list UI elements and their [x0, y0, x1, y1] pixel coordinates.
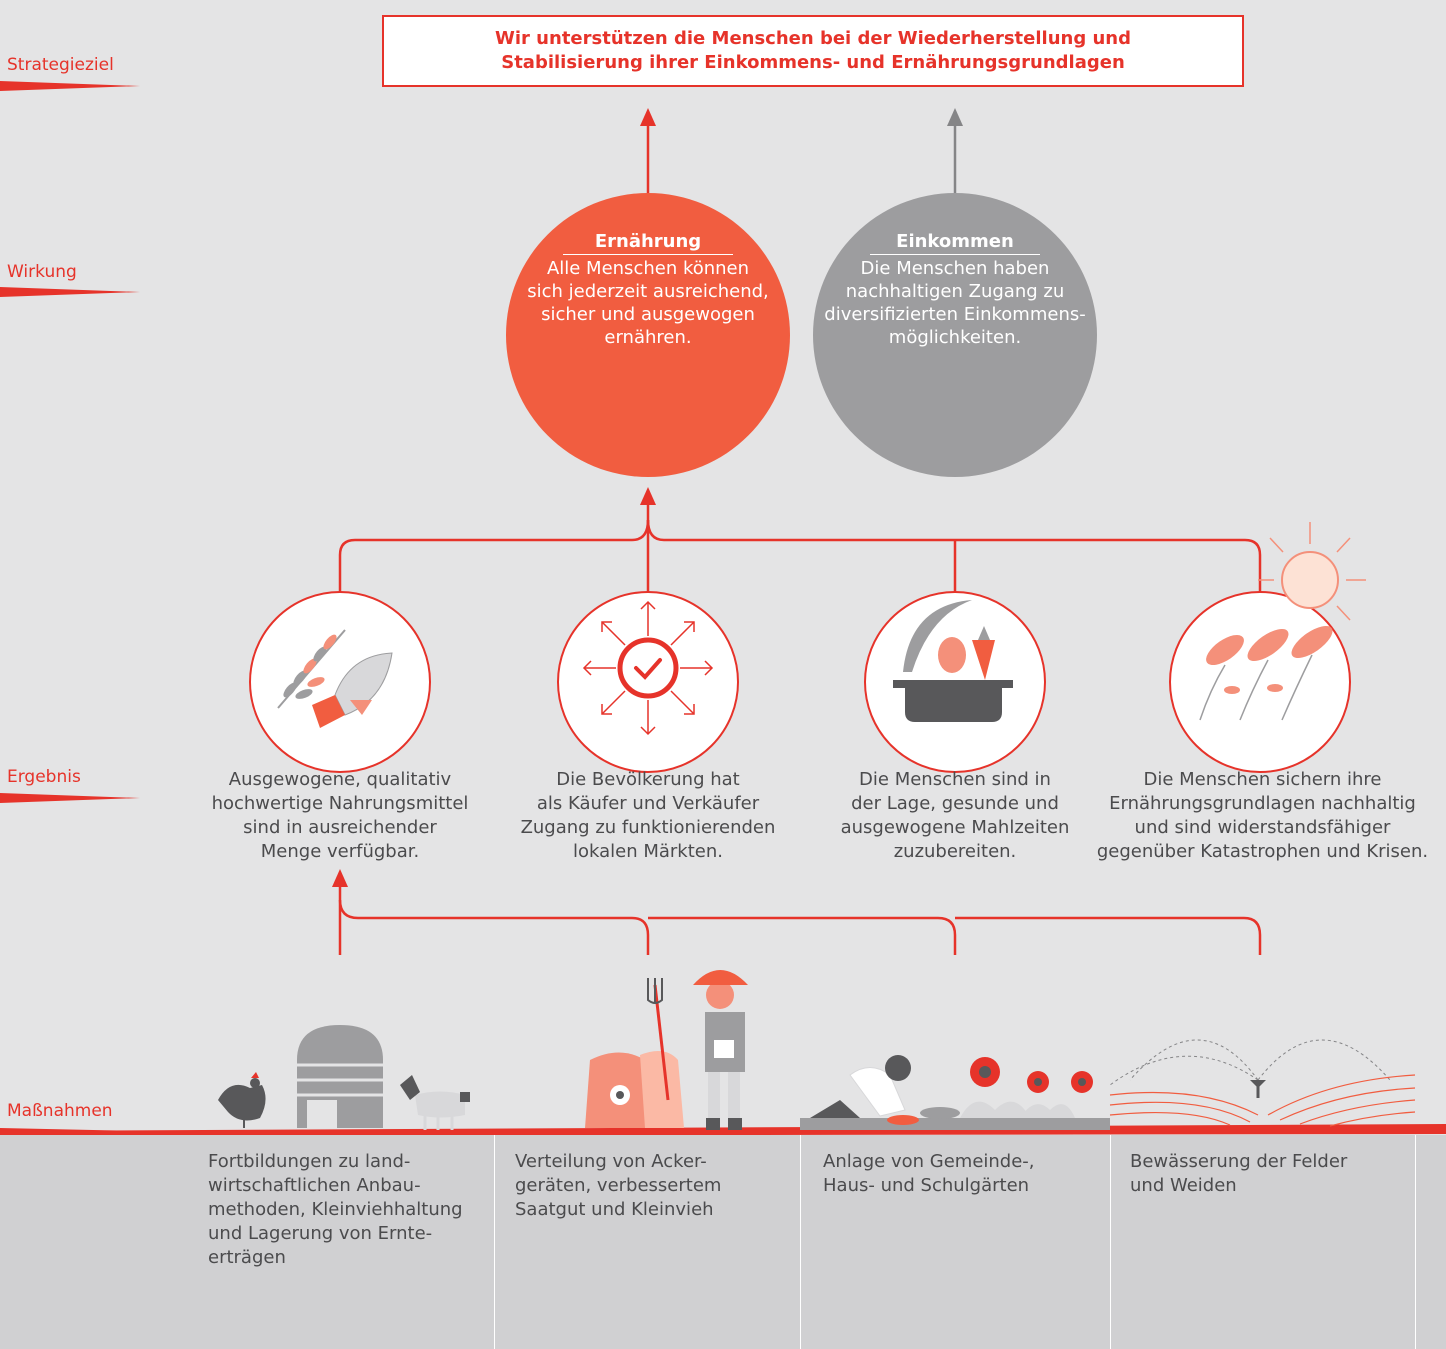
cooking-pot-icon — [893, 600, 1013, 722]
result-line: Zugang zu funktionierenden — [520, 817, 776, 838]
label-underline — [0, 793, 140, 803]
result-line: als Käufer und Verkäufer — [536, 793, 760, 814]
crops-sun-icon — [1199, 522, 1366, 721]
label-underline — [0, 81, 140, 91]
impact-line: nachhaltigen Zugang zu — [845, 281, 1065, 302]
measure-connector — [955, 916, 1262, 955]
measure-connector — [338, 899, 650, 955]
measure-line: Bewässerung der Felder — [1130, 1151, 1348, 1172]
result-line: sind in ausreichender — [243, 817, 437, 838]
hen-storage-goat-icon — [218, 1025, 470, 1130]
impact-line: möglichkeiten. — [888, 327, 1022, 348]
measure-line: Fortbildungen zu land- — [208, 1151, 411, 1172]
measure-line: und Lagerung von Ernte- — [208, 1223, 433, 1244]
result-meal-preparation: Die Menschen sind in der Lage, gesunde u… — [810, 768, 1100, 864]
impact-line: sicher und ausgewogen — [541, 304, 755, 325]
impact-income: Einkommen Die Menschen haben nachhaltige… — [815, 230, 1095, 349]
result-connector — [646, 519, 1262, 592]
result-line: hochwertige Nahrungsmittel — [211, 793, 469, 814]
title-rule — [563, 254, 733, 255]
title-rule — [870, 254, 1040, 255]
arrow-head — [640, 108, 656, 126]
strategy-goal-text: Wir unterstützen die Menschen bei der Wi… — [453, 27, 1173, 75]
measure-line: erträgen — [208, 1247, 286, 1268]
measure-line: geräten, verbessertem — [515, 1175, 722, 1196]
farmer-sacks-icon — [585, 970, 748, 1130]
label-underline — [0, 287, 140, 297]
measures-band — [0, 1135, 1446, 1349]
impact-nutrition: Ernährung Alle Menschen können sich jede… — [518, 230, 778, 349]
impact-line: diversifizierten Einkommens- — [824, 304, 1086, 325]
gardener-flowers-icon — [800, 1055, 1110, 1130]
measure-line: Anlage von Gemeinde-, — [823, 1151, 1035, 1172]
result-line: und sind widerstandsfähiger — [1134, 817, 1391, 838]
measure-gardens: Anlage von Gemeinde-, Haus- und Schulgär… — [823, 1150, 1103, 1198]
result-line: Ernährungsgrundlagen nachhaltig — [1109, 793, 1416, 814]
arrow-head — [332, 869, 348, 887]
measure-irrigation: Bewässerung der Felder und Weiden — [1130, 1150, 1410, 1198]
result-market-access: Die Bevölkerung hat als Käufer und Verkä… — [503, 768, 793, 864]
result-line: der Lage, gesunde und — [851, 793, 1059, 814]
grain-fish-icon — [277, 629, 393, 728]
measure-connector — [648, 916, 957, 955]
measure-line: und Weiden — [1130, 1175, 1237, 1196]
result-line: Die Menschen sichern ihre — [1143, 769, 1382, 790]
result-line: Ausgewogene, qualitativ — [228, 769, 452, 790]
column-divider — [494, 1135, 495, 1349]
result-connector — [338, 519, 650, 592]
impact-line: sich jederzeit ausreichend, — [527, 281, 769, 302]
result-line: ausgewogene Mahlzeiten — [840, 817, 1070, 838]
label-measures: Maßnahmen — [7, 1101, 113, 1121]
result-line: Die Bevölkerung hat — [556, 769, 740, 790]
arrow-head — [947, 108, 963, 126]
nutrition-circle — [506, 193, 790, 477]
impact-line: ernähren. — [604, 327, 692, 348]
income-circle — [813, 193, 1097, 477]
market-check-icon — [582, 600, 714, 736]
goal-line: Stabilisierung ihrer Einkommens- und Ern… — [501, 52, 1125, 73]
arrow-head — [640, 487, 656, 505]
label-result: Ergebnis — [7, 767, 81, 787]
result-circle — [557, 591, 739, 773]
impact-line: Die Menschen haben — [860, 258, 1050, 279]
result-line: lokalen Märkten. — [572, 841, 723, 862]
measure-line: methoden, Kleinviehhaltung — [208, 1199, 463, 1220]
result-circle — [249, 591, 431, 773]
goal-line: Wir unterstützen die Menschen bei der Wi… — [495, 28, 1131, 49]
result-resilience: Die Menschen sichern ihre Ernährungsgrun… — [1085, 768, 1440, 864]
column-divider — [800, 1135, 801, 1349]
impact-title: Ernährung — [594, 231, 702, 252]
result-line: Menge verfügbar. — [260, 841, 420, 862]
label-impact: Wirkung — [7, 262, 77, 282]
result-line: zuzubereiten. — [893, 841, 1017, 862]
measure-distribution: Verteilung von Acker- geräten, verbesser… — [515, 1150, 795, 1222]
result-circle — [1169, 591, 1351, 773]
label-strategy: Strategieziel — [7, 55, 114, 75]
measure-line: Verteilung von Acker- — [515, 1151, 707, 1172]
impact-line: Alle Menschen können — [546, 258, 750, 279]
result-food-availability: Ausgewogene, qualitativ hochwertige Nahr… — [195, 768, 485, 864]
result-line: Die Menschen sind in — [859, 769, 1051, 790]
column-divider — [1415, 1135, 1416, 1349]
measure-line: Haus- und Schulgärten — [823, 1175, 1030, 1196]
column-divider — [1110, 1135, 1111, 1349]
strategy-goal-box: Wir unterstützen die Menschen bei der Wi… — [382, 15, 1244, 87]
impact-title: Einkommen — [896, 231, 1014, 252]
measure-training: Fortbildungen zu land- wirtschaftlichen … — [208, 1150, 488, 1270]
irrigation-icon — [1109, 1039, 1416, 1127]
measure-line: Saatgut und Kleinvieh — [515, 1199, 714, 1220]
measure-line: wirtschaftlichen Anbau- — [208, 1175, 421, 1196]
result-line: gegenüber Katastrophen und Krisen. — [1096, 841, 1429, 862]
